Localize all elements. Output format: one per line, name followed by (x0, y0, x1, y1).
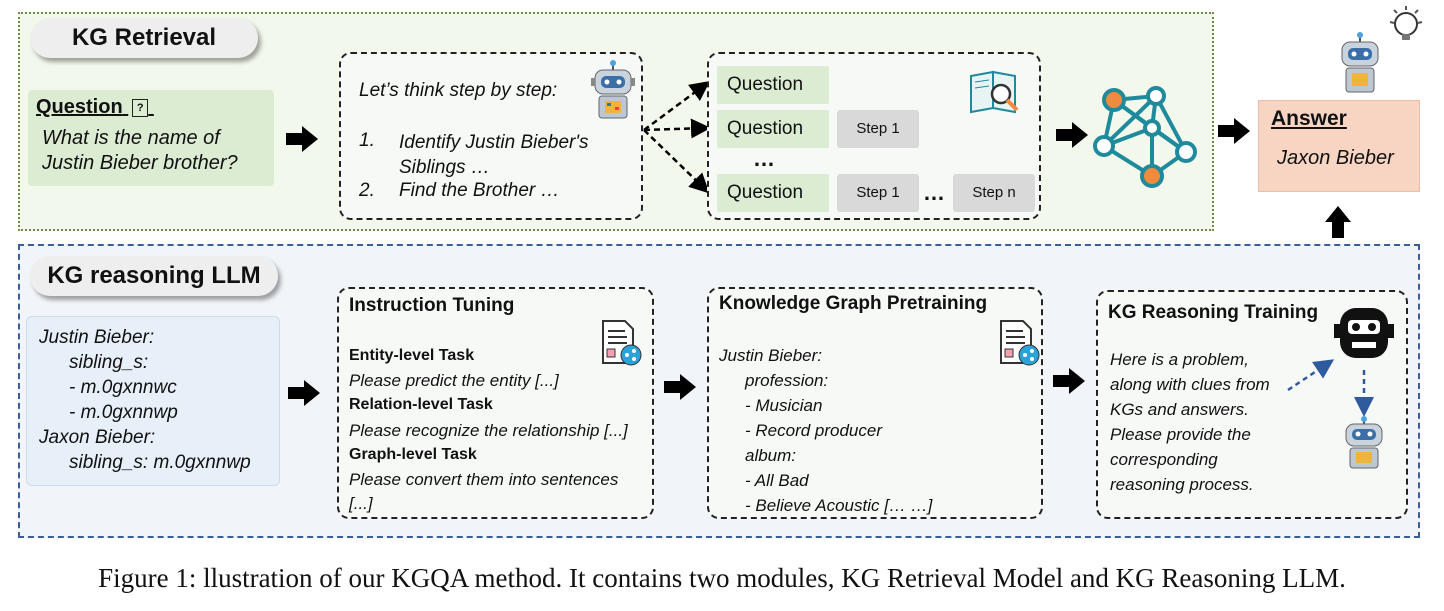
answer-label: Answer (1271, 107, 1347, 130)
document-share-icon (1000, 320, 1040, 366)
kg-pretraining-box: Knowledge Graph Pretraining Justin Biebe… (707, 287, 1043, 519)
decomp-ellipsis: … (923, 180, 945, 205)
lightbulb-icon (1389, 6, 1423, 40)
kg-triples-box: Justin Bieber: sibling_s: - m.0gxnnwc - … (26, 316, 280, 486)
figure-caption: Figure 1: llustration of our KGQA method… (98, 563, 1346, 593)
thinking-intro: Let’s think step by step: (359, 80, 558, 101)
step-2-text: Find the Brother … (399, 180, 560, 201)
step-2-num: 2. (359, 180, 375, 201)
training-line: along with clues from (1110, 375, 1270, 394)
arrow-up-icon (1325, 206, 1351, 238)
document-share-icon (602, 320, 642, 366)
arrow-icon (1053, 368, 1085, 394)
pretrain-line: - All Bad (745, 471, 809, 490)
decomp-step-n: Step n (953, 174, 1035, 212)
arrow-icon (288, 380, 320, 406)
decomp-step-1a: Step 1 (837, 110, 919, 148)
decomp-question-1: Question (717, 66, 829, 104)
instruction-title: Instruction Tuning (349, 295, 515, 316)
relation-task-text: Please recognize the relationship [...] (349, 421, 628, 440)
answer-text: Jaxon Bieber (1277, 147, 1394, 169)
kg-line: - m.0gxnnwp (69, 402, 178, 423)
robot-icon (1341, 32, 1379, 93)
step-1-text: Identify Justin Bieber's Siblings … (399, 132, 589, 178)
arrow-icon (286, 126, 318, 152)
graph-task-title: Graph-level Task (349, 446, 477, 463)
instruction-tuning-box: Instruction Tuning Entity-level Task Ple… (337, 287, 654, 519)
training-line: Please provide the (1110, 425, 1251, 444)
question-box: Question ? What is the name of Justin Bi… (28, 90, 274, 186)
arrow-icon (1056, 122, 1088, 148)
graph-task-text-2: [...] (349, 494, 373, 513)
question-text: What is the name of Justin Bieber brothe… (42, 127, 238, 174)
training-line: KGs and answers. (1110, 400, 1249, 419)
entity-task-title: Entity-level Task (349, 347, 475, 364)
pretraining-title: Knowledge Graph Pretraining (719, 293, 988, 314)
teacher-robot-icon (1334, 308, 1394, 358)
entity-task-text: Please predict the entity [...] (349, 371, 559, 390)
pretrain-line: - Record producer (745, 421, 883, 440)
training-line: reasoning process. (1110, 475, 1254, 494)
kg-retrieval-title: KG Retrieval (30, 18, 258, 58)
kg-reasoning-title: KG reasoning LLM (30, 256, 278, 296)
kg-line: sibling_s: (69, 352, 149, 373)
kg-line: - m.0gxnnwc (69, 377, 177, 398)
book-search-icon (970, 70, 1019, 114)
kg-line: Justin Bieber: (39, 327, 155, 348)
training-line: corresponding (1110, 450, 1218, 469)
decomp-question-3: Question (717, 174, 829, 212)
robot-icon (591, 60, 635, 119)
teaching-arrows (1287, 359, 1374, 417)
decomp-step-1b: Step 1 (837, 174, 919, 212)
pretrain-line: album: (745, 446, 797, 465)
decomp-vertical-dots: … (753, 146, 775, 171)
step-1-num: 1. (359, 130, 375, 151)
fanout-arrows (643, 81, 711, 194)
student-robot-icon (1345, 416, 1383, 469)
question-label: Question ? (36, 96, 202, 119)
pretrain-line: - Believe Acoustic [… …] (745, 496, 933, 515)
question-decomposition-box: Question Question Step 1 … Question Step… (707, 52, 1041, 220)
pretrain-line: Justin Bieber: (719, 346, 822, 365)
answer-box: Answer Jaxon Bieber (1258, 100, 1420, 192)
step-by-step-box: Let’s think step by step: 1. Identify Ju… (339, 52, 643, 220)
training-line: Here is a problem, (1110, 350, 1249, 369)
pretrain-line: - Musician (745, 396, 823, 415)
kg-line: sibling_s: m.0gxnnwp (69, 452, 251, 473)
training-title: KG Reasoning Training (1108, 302, 1319, 323)
graph-task-text: Please convert them into sentences (349, 470, 619, 489)
decomp-question-2: Question (717, 110, 829, 148)
pretrain-line: profession: (745, 371, 829, 390)
arrow-icon (1218, 118, 1250, 144)
kg-reasoning-training-box: KG Reasoning Training Here is a problem,… (1096, 290, 1408, 519)
kg-line: Jaxon Bieber: (39, 427, 156, 448)
question-glyph-icon: ? (132, 98, 149, 117)
relation-task-title: Relation-level Task (349, 396, 493, 413)
knowledge-graph-icon (1093, 86, 1197, 188)
arrow-icon (664, 374, 696, 400)
